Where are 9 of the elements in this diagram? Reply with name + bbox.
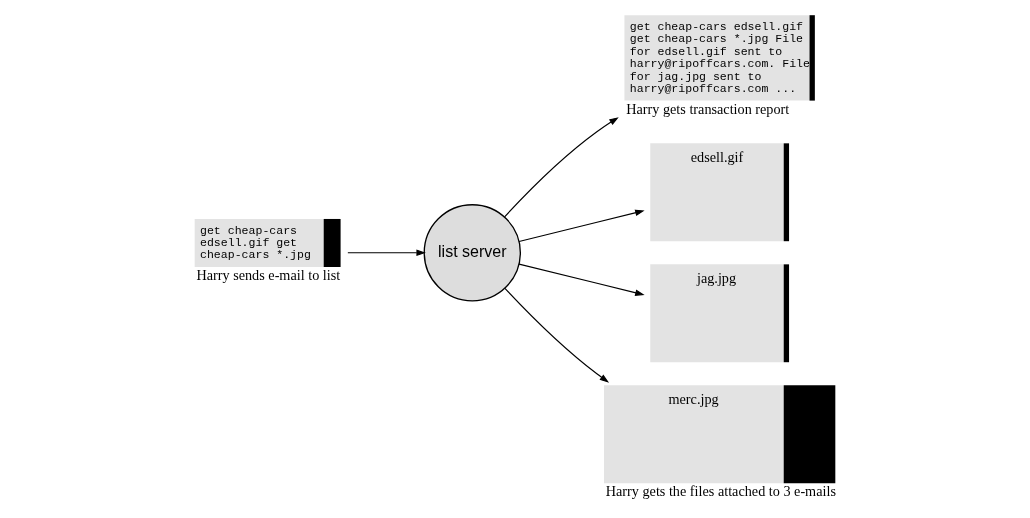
arrow [518, 209, 645, 243]
arrow [347, 249, 426, 257]
node-label: Harry gets transaction report [626, 100, 790, 117]
node-label: Harry gets the files attached to 3 e-mails [605, 483, 836, 500]
arrow [518, 263, 645, 296]
node-circle: list server [423, 204, 521, 302]
node-label: Harry sends e-mail to list [196, 267, 341, 284]
arrow [504, 287, 610, 383]
arrow [504, 117, 619, 218]
